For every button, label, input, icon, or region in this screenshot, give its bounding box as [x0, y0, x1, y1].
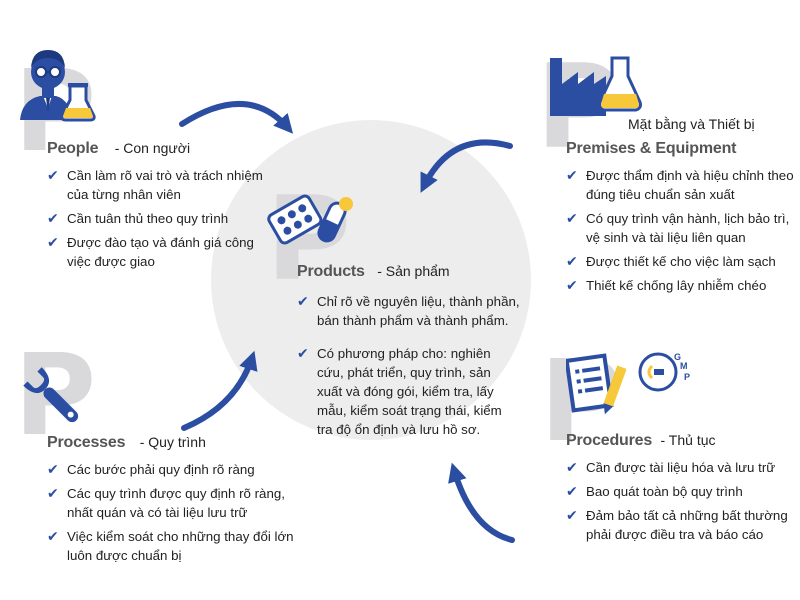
arrow-people-to-products	[179, 101, 294, 134]
check-icon: ✔	[566, 253, 578, 269]
procedures-list: ✔ Cần được tài liệu hóa và lưu trữ ✔ Bao q…	[566, 458, 798, 549]
premises-list: ✔ Được thẩm định và hiệu chỉnh theo đúng …	[566, 166, 796, 300]
products-title: Products	[297, 263, 365, 280]
premises-item: ✔ Được thẩm định và hiệu chỉnh theo đúng …	[566, 166, 796, 204]
check-icon: ✔	[566, 483, 578, 499]
processes-item-text: Các quy trình được quy định rõ ràng, nhấ…	[67, 486, 285, 520]
check-icon: ✔	[566, 210, 578, 226]
processes-list: ✔ Các bước phải quy định rõ ràng ✔ Các quy…	[47, 460, 307, 570]
processes-item: ✔ Việc kiểm soát cho những thay đổi lớn l…	[47, 527, 307, 565]
check-icon: ✔	[297, 345, 309, 361]
people-list: ✔ Cần làm rõ vai trò và trách nhiệm của t…	[47, 166, 267, 276]
arrow-processes-to-products	[181, 350, 258, 431]
check-icon: ✔	[297, 293, 309, 309]
people-subtitle: - Con người	[114, 140, 191, 156]
procedures-item-text: Đảm bảo tất cả những bất thường phải đượ…	[586, 508, 788, 542]
arrow-premises-to-products	[420, 139, 513, 193]
center-circle	[211, 120, 531, 440]
check-icon: ✔	[47, 528, 59, 544]
gmp-letter-g: G	[674, 352, 682, 362]
premises-subtitle-row: Mặt bằng và Thiết bị	[628, 116, 755, 134]
document-icon	[566, 353, 626, 415]
check-icon: ✔	[566, 507, 578, 523]
processes-item: ✔ Các quy trình được quy định rõ ràng, nh…	[47, 484, 307, 522]
procedures-heading: Procedures - Thủ tục	[566, 432, 716, 450]
procedures-item-text: Cần được tài liệu hóa và lưu trữ	[586, 460, 776, 475]
premises-item-text: Có quy trình vận hành, lịch bảo trì, vệ …	[586, 211, 790, 245]
processes-title: Processes	[47, 434, 126, 451]
products-item-text: Chỉ rõ về nguyên liệu, thành phần, bán t…	[317, 294, 520, 328]
arrow-procedures-to-products	[448, 462, 515, 543]
people-item: ✔ Cần tuân thủ theo quy trình	[47, 209, 267, 228]
processes-subtitle: - Quy trình	[139, 434, 206, 450]
factory-icon	[550, 56, 642, 116]
procedures-item-text: Bao quát toàn bộ quy trình	[586, 484, 743, 499]
premises-item-text: Được thiết kế cho việc làm sạch	[586, 254, 776, 269]
check-icon: ✔	[47, 210, 59, 226]
check-icon: ✔	[566, 167, 578, 183]
premises-item: ✔ Thiết kế chống lây nhiễm chéo	[566, 276, 796, 295]
people-item-text: Cần làm rõ vai trò và trách nhiệm của từ…	[67, 168, 263, 202]
gmp-letter-m: M	[680, 361, 688, 371]
premises-title: Premises & Equipment	[566, 140, 737, 157]
premises-item-text: Thiết kế chống lây nhiễm chéo	[586, 278, 767, 293]
processes-heading: Processes - Quy trình	[47, 434, 206, 452]
premises-item: ✔ Có quy trình vận hành, lịch bảo trì, vệ…	[566, 209, 796, 247]
premises-item: ✔ Được thiết kế cho việc làm sạch	[566, 252, 796, 271]
check-icon: ✔	[47, 461, 59, 477]
check-icon: ✔	[47, 167, 59, 183]
procedures-title: Procedures	[566, 432, 653, 449]
people-item-text: Được đào tạo và đánh giá công việc được …	[67, 235, 254, 269]
procedures-item: ✔ Bao quát toàn bộ quy trình	[566, 482, 798, 501]
products-item: ✔ Có phương pháp cho: nghiên cứu, phát tr…	[297, 344, 517, 439]
people-item: ✔ Được đào tạo và đánh giá công việc được…	[47, 233, 267, 271]
processes-item-text: Việc kiểm soát cho những thay đổi lớn lu…	[67, 529, 294, 563]
premises-heading: Premises & Equipment	[566, 140, 736, 158]
check-icon: ✔	[566, 459, 578, 475]
products-subtitle: - Sản phẩm	[377, 263, 450, 279]
procedures-subtitle: - Thủ tục	[660, 432, 716, 448]
people-heading: People - Con người	[47, 140, 190, 158]
products-heading: Products - Sản phẩm	[297, 263, 450, 281]
gmp-logo: G M P	[634, 350, 692, 394]
scientist-icon	[20, 50, 96, 122]
processes-item: ✔ Các bước phải quy định rõ ràng	[47, 460, 307, 479]
check-icon: ✔	[47, 234, 59, 250]
procedures-item: ✔ Cần được tài liệu hóa và lưu trữ	[566, 458, 798, 477]
wrench-icon	[23, 367, 79, 423]
products-item: ✔ Chỉ rõ về nguyên liệu, thành phần, bán …	[297, 292, 537, 330]
procedures-item: ✔ Đảm bảo tất cả những bất thường phải đư…	[566, 506, 798, 544]
check-icon: ✔	[47, 485, 59, 501]
products-item-text: Có phương pháp cho: nghiên cứu, phát tri…	[317, 346, 502, 437]
pills-icon	[267, 194, 353, 245]
people-item-text: Cần tuân thủ theo quy trình	[67, 211, 229, 226]
processes-item-text: Các bước phải quy định rõ ràng	[67, 462, 255, 477]
people-item: ✔ Cần làm rõ vai trò và trách nhiệm của t…	[47, 166, 267, 204]
people-title: People	[47, 140, 99, 157]
premises-item-text: Được thẩm định và hiệu chỉnh theo đúng t…	[586, 168, 794, 202]
premises-subtitle: Mặt bằng và Thiết bị	[628, 116, 755, 132]
check-icon: ✔	[566, 277, 578, 293]
gmp-letter-p: P	[684, 372, 691, 382]
products-list: ✔ Chỉ rõ về nguyên liệu, thành phần, bán …	[297, 292, 537, 444]
